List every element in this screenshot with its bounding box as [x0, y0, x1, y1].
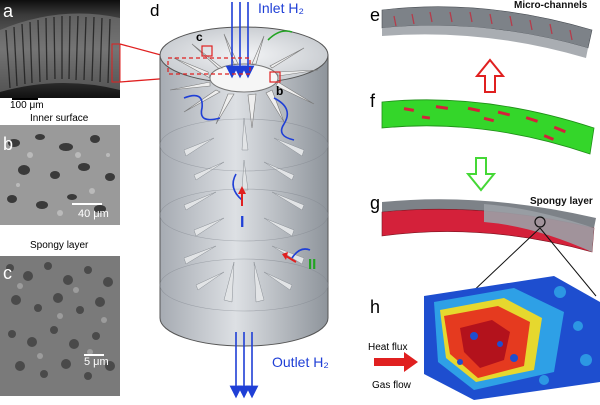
gas-flow-label: Gas flow	[372, 380, 411, 391]
panel-d-letter: d	[150, 1, 160, 20]
panel-e-title: Micro-channels	[514, 0, 588, 11]
panel-b-image	[0, 125, 120, 225]
marker-b: b	[276, 84, 284, 98]
panel-c-scale-label: 5 μm	[84, 356, 109, 368]
panel-h-image	[374, 276, 600, 400]
panel-g: g Spongy layer	[364, 192, 600, 256]
outlet-label: Outlet H₂	[272, 354, 329, 370]
panel-a-scale-label: 100 μm	[10, 100, 44, 111]
panel-f-image	[381, 99, 595, 155]
panel-e: e Micro-channels	[364, 0, 600, 85]
panel-a: a 100 μm	[0, 0, 120, 112]
mark-II: II	[308, 256, 317, 273]
panel-c-letter: c	[3, 263, 12, 283]
inlet-label: Inlet H₂	[258, 0, 304, 16]
panel-c-image	[0, 256, 120, 396]
panel-f-letter: f	[370, 91, 376, 111]
panel-h-letter: h	[370, 297, 381, 317]
heat-flux-label: Heat flux	[368, 342, 408, 353]
panel-e-image	[381, 6, 593, 58]
panel-d-diagram	[159, 2, 329, 399]
panel-a-image	[0, 0, 120, 112]
panel-a-scale-bar	[12, 98, 38, 100]
marker-c: c	[196, 30, 203, 44]
panel-e-letter: e	[370, 5, 381, 25]
panel-b: Inner surface b 40 μm	[0, 113, 120, 225]
panel-b-scale-label: 40 μm	[78, 208, 109, 220]
panel-b-letter: b	[3, 134, 14, 154]
arrow-f-to-g	[466, 157, 496, 192]
arrow-f-to-e	[475, 58, 505, 93]
mark-I: I	[240, 214, 245, 231]
panel-f: f	[364, 88, 600, 160]
zoom-lines-g-h	[467, 227, 597, 297]
panel-a-letter: a	[3, 1, 14, 21]
panel-c: Spongy layer c 5 μm	[0, 232, 120, 400]
panel-c-title: Spongy layer	[30, 240, 89, 251]
panel-g-letter: g	[370, 193, 381, 213]
panel-d: d	[124, 0, 364, 400]
panel-b-title: Inner surface	[30, 113, 89, 124]
panel-g-image	[381, 199, 596, 253]
panel-g-title: Spongy layer	[530, 196, 593, 207]
panel-h: h Heat flux Gas flow	[364, 262, 600, 400]
